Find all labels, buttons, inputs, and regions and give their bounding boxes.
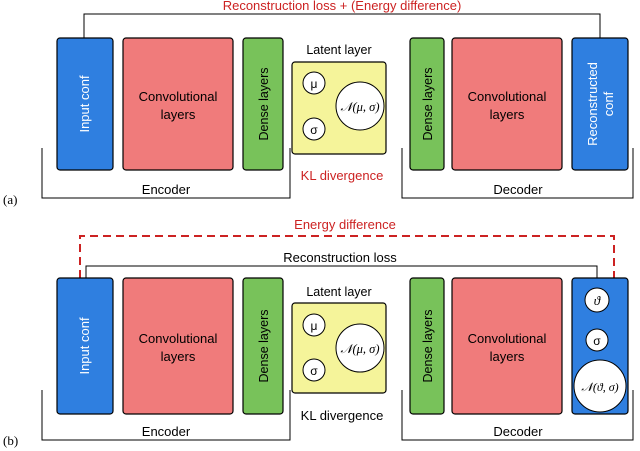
panel-b-energy-label: Energy difference [294, 217, 396, 232]
panel-b-mu-node [302, 313, 326, 337]
panel-a-encoder-label: Encoder [142, 182, 191, 197]
panel-a-decoder-conv-label-line2: layers [490, 107, 525, 122]
panel-a-latent-title: Latent layer [306, 43, 371, 57]
panel-b-mu-label: μ [311, 319, 318, 333]
panel-b-out-sigma-label: σ [593, 334, 601, 348]
panel-b-decoder-dense-block [409, 277, 445, 415]
panel-b-input-conf-label: Input conf [77, 317, 92, 374]
panel-a-input-conf-label: Input conf [77, 75, 92, 132]
panel-a-mu-node [302, 71, 326, 95]
panel-b-decoder-label: Decoder [493, 424, 543, 439]
panel-b-input-conf-block [56, 277, 114, 415]
panel-b-kl-label: KL divergence [301, 408, 384, 423]
panel-b: Energy difference Reconstruction loss In… [3, 217, 634, 448]
panel-a-normal-label: 𝒩(μ, σ) [341, 100, 380, 114]
panel-b-out-normal-node [573, 359, 627, 413]
panel-b-recon-connector [85, 265, 598, 282]
panel-b-encoder-bracket [41, 390, 291, 441]
panel-b-decoder-dense-label: Dense layers [421, 310, 435, 383]
panel-a-decoder-conv-label-line1: Convolutional [468, 89, 547, 104]
panel-a-reconstructed-conf-block [571, 37, 629, 171]
panel-b-normal-label: 𝒩(μ, σ) [341, 342, 380, 356]
panel-b-sigma-node [302, 358, 326, 382]
panel-a-kl-label: KL divergence [301, 168, 384, 183]
panel-b-decoder-bracket [401, 390, 634, 441]
panel-a-reconstructed-label-line1: Reconstructed [585, 62, 600, 146]
panel-a-encoder-dense-label: Dense layers [257, 68, 271, 141]
panel-b-out-normal-label: 𝒩(ϑ, σ) [581, 380, 618, 394]
panel-a-encoder-conv-block [122, 37, 234, 171]
panel-b-latent-title: Latent layer [306, 285, 371, 299]
panel-a-loss-label: Reconstruction loss + (Energy difference… [223, 0, 462, 13]
panel-b-decoder-conv-label-line1: Convolutional [468, 331, 547, 346]
panel-b-theta-node [584, 287, 610, 313]
panel-b-recon-label: Reconstruction loss [283, 250, 397, 265]
panel-a-sigma-node [302, 117, 326, 141]
panel-a-decoder-dense-block [409, 37, 445, 171]
panel-b-decoder-conv-block [451, 277, 563, 415]
panel-b-encoder-dense-label: Dense layers [257, 310, 271, 383]
panel-a-reconstructed-label-line2: conf [601, 91, 616, 116]
panel-a: Reconstruction loss + (Energy difference… [3, 0, 634, 207]
panel-b-out-sigma-node [585, 328, 609, 352]
panel-a-decoder-dense-label: Dense layers [421, 68, 435, 141]
panel-a-recon-connector [83, 13, 601, 38]
panel-b-theta-label: ϑ [594, 293, 601, 308]
panel-a-encoder-conv-label-line1: Convolutional [139, 89, 218, 104]
panel-a-decoder-bracket [401, 148, 634, 199]
panel-a-decoder-label: Decoder [493, 182, 543, 197]
panel-a-encoder-bracket [41, 148, 291, 199]
panel-a-mu-label: μ [311, 77, 318, 91]
panel-b-encoder-conv-label-line1: Convolutional [139, 331, 218, 346]
panel-b-energy-connector [79, 235, 615, 278]
panel-a-normal-node [335, 81, 385, 131]
panel-b-sigma-label: σ [310, 364, 318, 378]
panel-b-normal-node [335, 323, 385, 373]
panel-a-encoder-conv-label-line2: layers [161, 107, 196, 122]
panel-a-sigma-label: σ [310, 123, 318, 137]
panel-b-encoder-dense-block [242, 277, 284, 415]
panel-b-decoder-conv-label-line2: layers [490, 349, 525, 364]
panel-a-decoder-conv-block [451, 37, 563, 171]
panel-a-marker: (a) [3, 192, 17, 207]
panel-a-encoder-dense-block [242, 37, 284, 171]
panel-a-input-conf-block [56, 37, 114, 171]
panel-b-encoder-label: Encoder [142, 424, 191, 439]
panel-b-encoder-conv-label-line2: layers [161, 349, 196, 364]
panel-b-encoder-conv-block [122, 277, 234, 415]
panel-b-marker: (b) [3, 433, 18, 448]
